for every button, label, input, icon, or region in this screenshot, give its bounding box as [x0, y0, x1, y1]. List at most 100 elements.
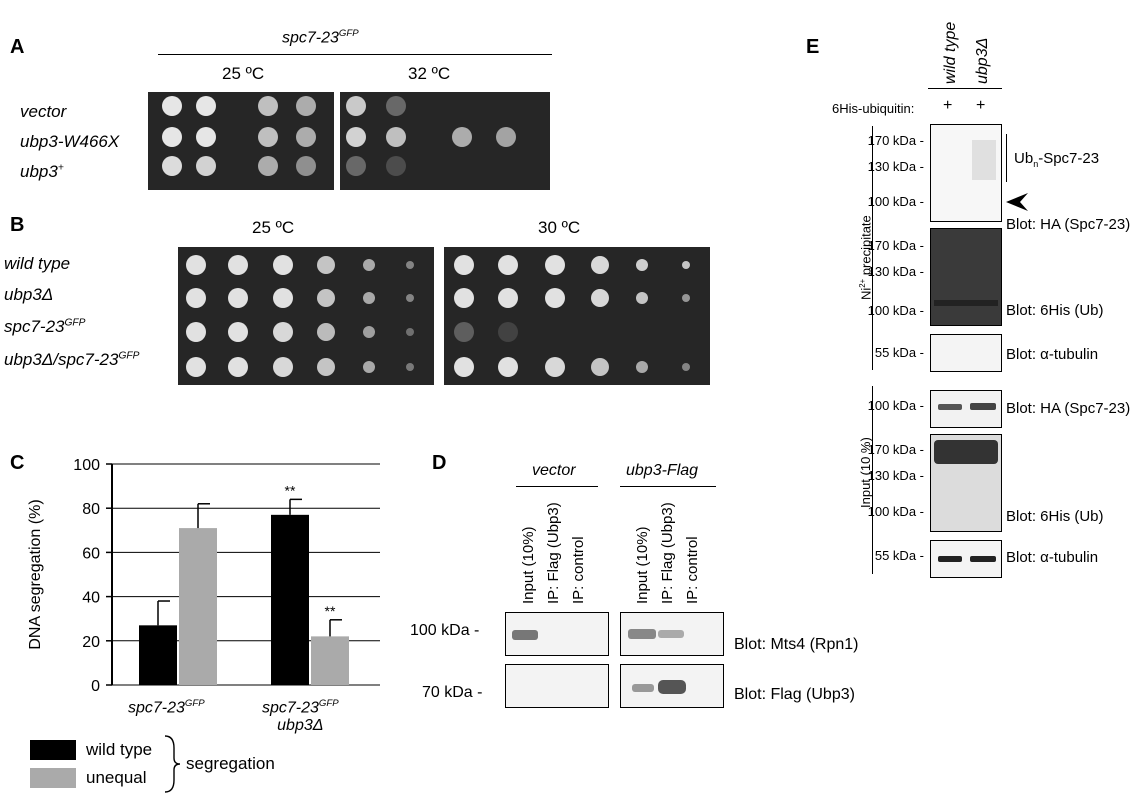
- d-lane-label: Input (10%): [520, 526, 537, 604]
- e-band-6his-input-top: [934, 440, 998, 464]
- e-blot-label-6his-input: Blot: 6His (Ub): [1006, 508, 1104, 525]
- b-colony: [317, 289, 335, 307]
- b-colony: [228, 288, 248, 308]
- d-lane-label: IP: Flag (Ubp3): [659, 502, 676, 604]
- a-colony: [386, 96, 406, 116]
- a-colony: [162, 96, 182, 116]
- panel-label-b: B: [10, 214, 25, 236]
- b-colony: [273, 322, 293, 342]
- c-ytick-label: 40: [82, 590, 100, 607]
- b-colony: [454, 322, 474, 342]
- d-lane-label: IP: Flag (Ubp3): [545, 502, 562, 604]
- d-blot-flag-vector: [505, 664, 609, 708]
- b-colony: [498, 288, 518, 308]
- b-colony: [406, 294, 414, 302]
- d-rule-vector: [516, 486, 598, 487]
- b-temp-30: 30 ºC: [538, 218, 581, 237]
- e-marker-label: 100 kDa -: [867, 504, 924, 519]
- c-ylabel: DNA segregation (%): [27, 499, 44, 649]
- b-colony: [228, 255, 248, 275]
- c-xlabel-group2: spc7-23GFP ubp3Δ: [262, 698, 339, 735]
- a-colony: [196, 156, 216, 176]
- b-colony: [454, 288, 474, 308]
- b-colony: [591, 289, 609, 307]
- b-row-spc7-23: spc7-23GFP: [4, 317, 86, 336]
- b-colony: [591, 256, 609, 274]
- a-colony: [346, 96, 366, 116]
- d-band-mts4-input-flag: [628, 629, 656, 639]
- b-colony: [545, 255, 565, 275]
- c-significance: **: [325, 603, 336, 619]
- d-group-vector: vector: [532, 462, 576, 479]
- e-ni-bracket: [872, 126, 873, 370]
- e-arrowhead-icon: [1006, 193, 1028, 211]
- e-band-tub-input-wt: [938, 556, 962, 562]
- e-lane-rule: [928, 88, 1002, 89]
- c-bar: [311, 636, 349, 685]
- b-colony: [591, 358, 609, 376]
- b-colony: [682, 294, 690, 302]
- c-ytick-label: 20: [82, 634, 100, 651]
- a-colony: [346, 156, 366, 176]
- panel-label-e: E: [806, 36, 820, 58]
- e-blot-6his-ni: [930, 228, 1002, 326]
- a-plate-32: [340, 92, 550, 190]
- c-ytick-label: 60: [82, 545, 100, 562]
- a-colony: [496, 127, 516, 147]
- b-colony: [682, 363, 690, 371]
- d-band-flag-input: [632, 684, 654, 692]
- a-row-ubp3-plus: ubp3+: [20, 162, 64, 181]
- a-temp-32: 32 ºC: [408, 64, 451, 83]
- c-ytick-label: 100: [73, 457, 100, 474]
- d-band-flag-ip: [658, 680, 686, 694]
- panel-label-d: D: [432, 452, 447, 474]
- b-colony: [363, 361, 375, 373]
- b-row-double: ubp3Δ/spc7-23GFP: [4, 350, 140, 369]
- b-colony: [363, 292, 375, 304]
- a-colony: [452, 127, 472, 147]
- b-colony: [273, 288, 293, 308]
- d-rule-ubp3-flag: [620, 486, 716, 487]
- panel-label-a: A: [10, 36, 25, 58]
- e-band-6his-ni-light: [934, 300, 998, 306]
- e-band-ha-input-wt: [938, 404, 962, 410]
- d-marker-70: 70 kDa -: [422, 684, 483, 701]
- c-xlabel-group1: spc7-23GFP: [128, 698, 205, 717]
- b-plate-25: [178, 247, 434, 385]
- a-row-vector: vector: [20, 102, 67, 121]
- d-lane-label: Input (10%): [634, 526, 651, 604]
- e-plus-wt: +: [943, 97, 953, 114]
- b-colony: [636, 361, 648, 373]
- b-temp-25: 25 ºC: [252, 218, 295, 237]
- e-plus-ubp3: +: [976, 97, 986, 114]
- e-blot-tubulin-ni: [930, 334, 1002, 372]
- c-bar: [139, 625, 177, 685]
- legend-swatch-unequal: [30, 768, 76, 788]
- a-colony: [386, 127, 406, 147]
- b-colony: [406, 363, 414, 371]
- legend-swatch-wild-type: [30, 740, 76, 760]
- e-marker-label: 130 kDa -: [867, 264, 924, 279]
- e-marker-label: 100 kDa -: [867, 398, 924, 413]
- b-colony: [498, 322, 518, 342]
- e-blot-label-tubulin-input: Blot: α-tubulin: [1006, 549, 1099, 566]
- d-lane-label: IP: control: [570, 536, 587, 604]
- a-colony: [346, 127, 366, 147]
- e-marker-label: 170 kDa -: [867, 133, 924, 148]
- b-colony: [228, 357, 248, 377]
- e-his-label: 6His-ubiquitin:: [832, 101, 915, 116]
- b-colony: [406, 261, 414, 269]
- d-blot-label-flag: Blot: Flag (Ubp3): [734, 686, 855, 703]
- b-colony: [545, 357, 565, 377]
- a-strain-label: spc7-23GFP: [282, 28, 359, 47]
- a-strain-rule: [158, 54, 552, 55]
- e-ubn-label: Ubn-Spc7-23: [1014, 150, 1100, 169]
- e-band-ha-input-ubp3: [970, 403, 996, 410]
- c-significance: **: [285, 482, 296, 498]
- b-colony: [636, 259, 648, 271]
- e-marker-label: 130 kDa -: [867, 468, 924, 483]
- c-bar: [271, 514, 309, 685]
- b-colony: [317, 358, 335, 376]
- e-ubn-bracket: [1006, 134, 1007, 182]
- a-colony: [196, 127, 216, 147]
